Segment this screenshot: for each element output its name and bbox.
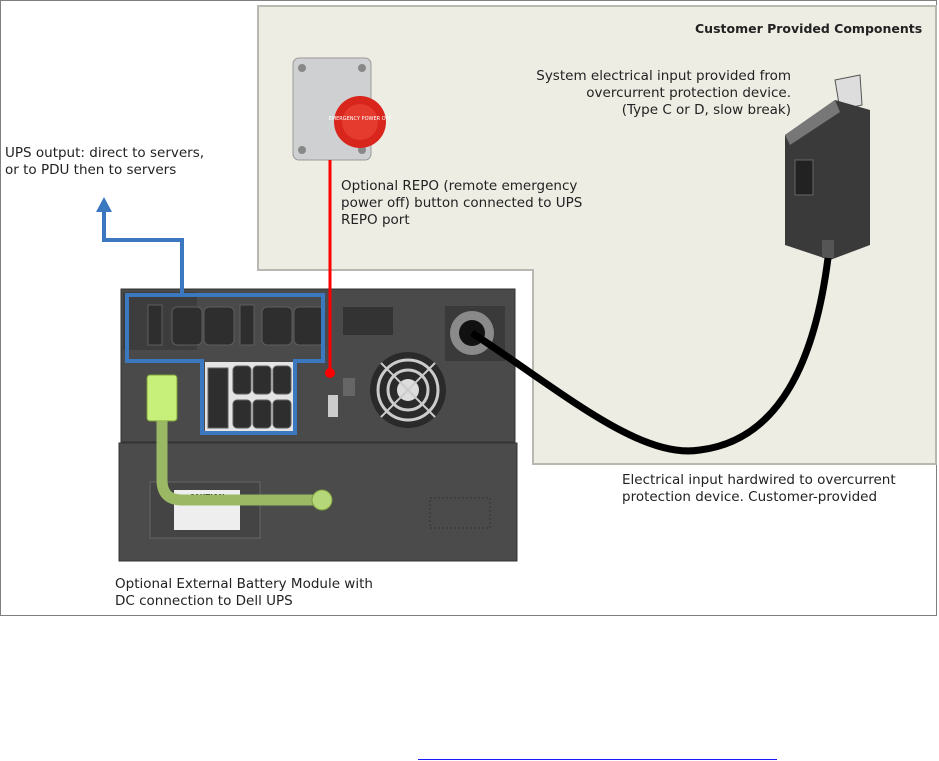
label-line: REPO port — [341, 212, 410, 228]
repo-button-text: EMERGENCY POWER OFF — [329, 116, 392, 122]
battery-cable — [146, 374, 333, 511]
label-line: power off) button connected to UPS — [341, 195, 583, 211]
repo-port-dot — [325, 368, 335, 378]
label-line: overcurrent protection device. — [586, 85, 791, 101]
label-line: protection device. Customer-provided — [622, 489, 878, 505]
diagram-graphics: EMERGENCY POWER OFF — [96, 5, 937, 562]
label-line: System electrical input provided from — [536, 68, 791, 84]
ups-output-outline — [102, 210, 325, 435]
customer-box-title: Customer Provided Components — [695, 21, 923, 36]
label-line: UPS output: direct to servers, — [5, 145, 205, 161]
up-arrow-icon — [96, 197, 112, 212]
ups-output-label: UPS output: direct to servers, or to PDU… — [5, 145, 204, 179]
label-line: or to PDU then to servers — [5, 162, 177, 178]
label-line: Electrical input hardwired to overcurren… — [622, 472, 896, 488]
ups-rear-panel — [120, 288, 516, 443]
label-line: (Type C or D, slow break) — [621, 102, 791, 118]
power-cable — [470, 257, 832, 455]
hyperlink-underline[interactable] — [418, 759, 777, 760]
label-line: Optional External Battery Module with — [115, 576, 373, 592]
label-line: DC connection to Dell UPS — [115, 593, 293, 609]
repo-button-icon: EMERGENCY POWER OFF — [292, 57, 392, 161]
battery-label: Optional External Battery Module with DC… — [115, 576, 373, 610]
electrical-input-label: System electrical input provided from ov… — [536, 68, 791, 119]
customer-provided-area — [257, 5, 937, 465]
circuit-breaker-icon — [785, 74, 870, 260]
label-line: Optional REPO (remote emergency — [341, 178, 578, 194]
hardwired-label: Electrical input hardwired to overcurren… — [622, 472, 896, 506]
repo-label: Optional REPO (remote emergency power of… — [341, 178, 582, 229]
